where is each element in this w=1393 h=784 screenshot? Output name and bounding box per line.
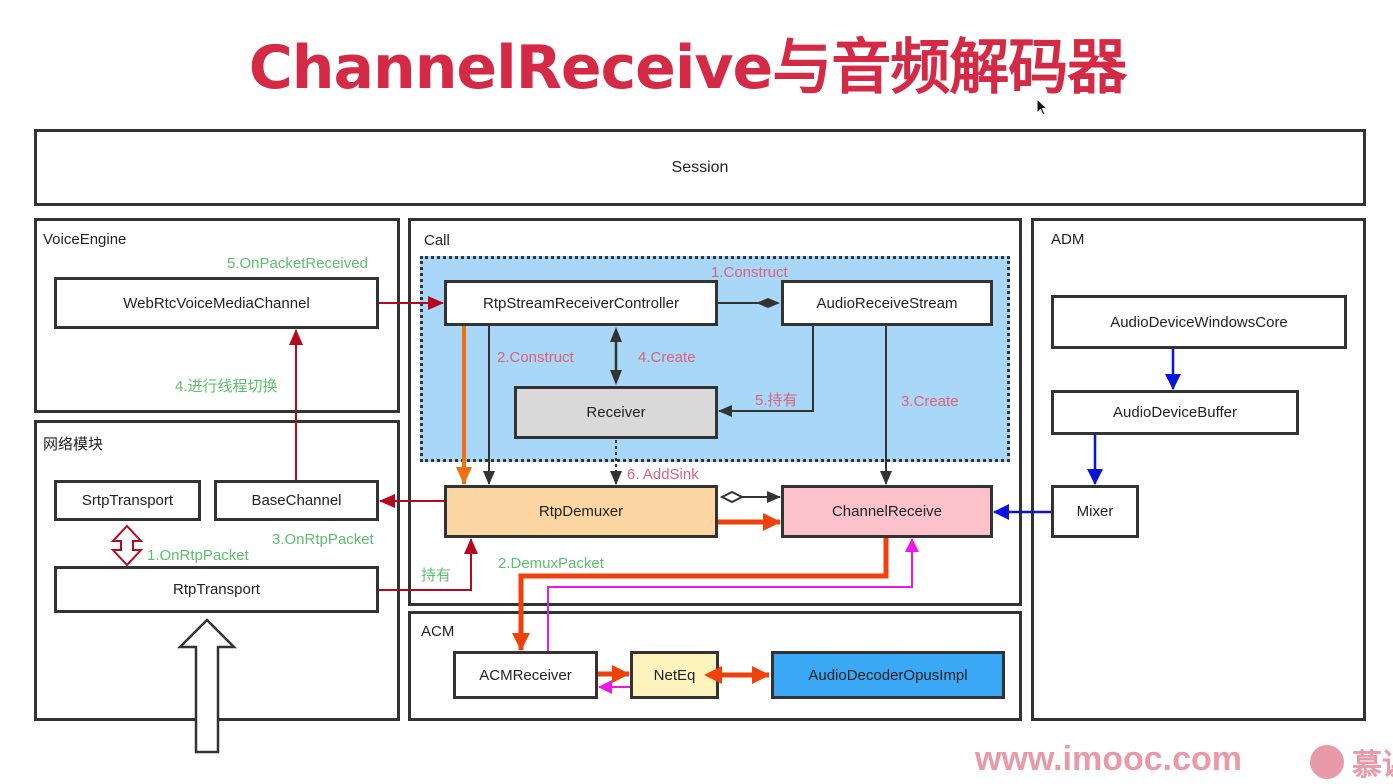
node-audio-device-buffer[interactable]: AudioDeviceBuffer	[1051, 390, 1299, 435]
label-demux-packet: 2.DemuxPacket	[498, 555, 604, 572]
acm-module-label: ACM	[421, 623, 455, 640]
watermark-logo-icon	[1310, 745, 1344, 779]
node-audio-receive-stream[interactable]: AudioReceiveStream	[781, 280, 993, 326]
node-webrtc-voice-media-channel[interactable]: WebRtcVoiceMediaChannel	[54, 277, 379, 329]
adm-module-label: ADM	[1051, 231, 1085, 248]
label-on-packet-received: 5.OnPacketReceived	[227, 255, 368, 272]
network-module-label: 网络模块	[43, 436, 104, 453]
label-create-3: 3.Create	[901, 393, 959, 410]
label-hold-5: 5.持有	[755, 392, 798, 409]
node-mixer[interactable]: Mixer	[1051, 485, 1139, 538]
session-module: Session	[34, 129, 1366, 206]
node-rtp-demuxer[interactable]: RtpDemuxer	[444, 485, 718, 538]
node-rtp-transport[interactable]: RtpTransport	[54, 566, 379, 613]
call-module-label: Call	[424, 232, 450, 249]
label-construct-1: 1.Construct	[711, 264, 788, 281]
node-srtp-transport[interactable]: SrtpTransport	[54, 480, 201, 521]
node-rtp-stream-receiver-controller[interactable]: RtpStreamReceiverController	[444, 280, 718, 326]
label-on-rtp-packet-3: 3.OnRtpPacket	[272, 531, 374, 548]
node-acm-receiver[interactable]: ACMReceiver	[453, 651, 598, 699]
label-thread-switch: 4.进行线程切换	[175, 378, 278, 395]
node-base-channel[interactable]: BaseChannel	[214, 480, 379, 521]
watermark-brand: 慕课网	[1352, 749, 1393, 782]
node-audio-device-windows-core[interactable]: AudioDeviceWindowsCore	[1051, 295, 1347, 349]
mouse-cursor-icon	[1036, 98, 1048, 116]
node-neteq[interactable]: NetEq	[630, 651, 719, 699]
watermark-site: www.imooc.com	[975, 740, 1243, 778]
node-audio-decoder-opus-impl[interactable]: AudioDecoderOpusImpl	[771, 651, 1005, 699]
node-channel-receive[interactable]: ChannelReceive	[781, 485, 993, 538]
label-add-sink: 6. AddSink	[627, 466, 699, 483]
slide-title: ChannelReceive与音频解码器	[248, 33, 1127, 103]
label-hold: 持有	[421, 567, 452, 584]
adm-module: ADM	[1031, 218, 1366, 721]
label-on-rtp-packet-1: 1.OnRtpPacket	[147, 547, 249, 564]
session-label: Session	[671, 158, 729, 176]
label-construct-2: 2.Construct	[497, 349, 574, 366]
voice-engine-label: VoiceEngine	[43, 231, 127, 248]
label-create-4: 4.Create	[638, 349, 696, 366]
node-receiver[interactable]: Receiver	[514, 386, 718, 439]
